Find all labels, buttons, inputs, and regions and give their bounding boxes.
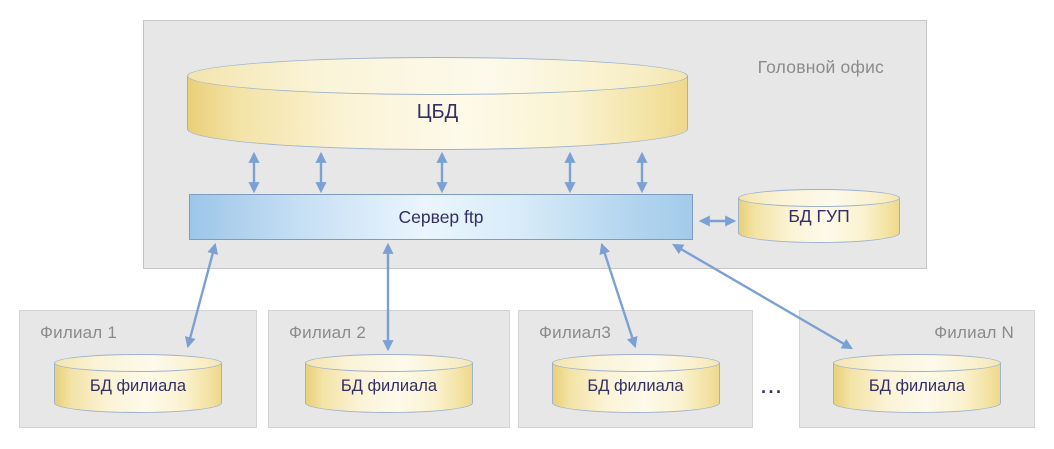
branch-3-db-cylinder-lid	[551, 354, 720, 372]
branch-2-db-cylinder-lid	[305, 354, 473, 372]
branch-3-label: Филиал3	[539, 323, 612, 342]
ftp-server-label: Сервер ftp	[398, 206, 484, 227]
branch-1-db-cylinder: БД филиала	[54, 354, 222, 413]
branch-2-db-cylinder-body	[305, 363, 473, 413]
branch-2-label: Филиал 2	[289, 323, 366, 342]
branch-2-db-cylinder: БД филиала	[305, 354, 473, 413]
gup-db-cylinder-lid	[738, 189, 900, 207]
branch-1-label: Филиал 1	[40, 323, 117, 342]
branch-3-box: Филиал3 БД филиала	[518, 310, 753, 428]
branch-n-db-cylinder-lid	[833, 354, 1001, 372]
central-db-cylinder-lid	[187, 57, 688, 95]
branch-3-db-cylinder: БД филиала	[551, 354, 720, 413]
branch-n-db-label: БД филиала	[868, 377, 966, 395]
gup-db-cylinder: БД ГУП	[738, 189, 900, 243]
branch-2-box: Филиал 2 БД филиала	[268, 310, 510, 428]
branch-n-db-cylinder: БД филиала	[833, 354, 1001, 413]
head-office-label: Головной офис	[757, 57, 884, 77]
branch-n-box: Филиал N БД филиала	[799, 310, 1035, 428]
central-db-cylinder: ЦБД	[187, 57, 688, 150]
branch-1-db-label: БД филиала	[89, 377, 187, 395]
ftp-server-bar: Сервер ftp	[189, 194, 693, 240]
branch-n-label: Филиал N	[934, 323, 1014, 342]
gup-db-label: БД ГУП	[788, 206, 850, 226]
branch-2-db-label: БД филиала	[340, 377, 438, 395]
branch-1-box: Филиал 1 БД филиала	[19, 310, 257, 428]
branches-ellipsis: ...	[761, 377, 784, 397]
central-db-label: ЦБД	[416, 101, 459, 123]
branch-1-db-cylinder-lid	[54, 354, 222, 372]
branch-3-db-label: БД филиала	[587, 377, 684, 395]
